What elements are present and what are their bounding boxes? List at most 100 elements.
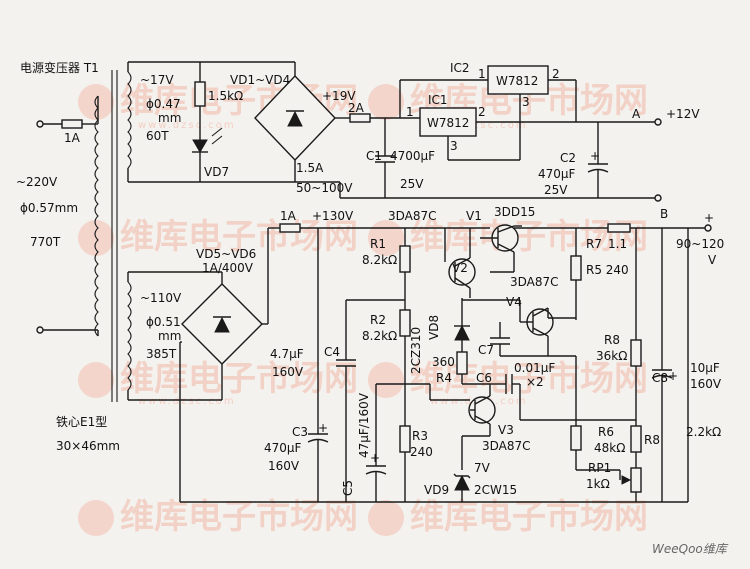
fuse-1a — [61, 119, 83, 129]
q1-type: 3DA87C — [388, 209, 437, 223]
v19-label: +19V — [322, 89, 356, 103]
sec1-turns: 60T — [146, 129, 169, 143]
c3-voltage: 160V — [268, 459, 300, 473]
ic2-label: IC2 — [450, 61, 470, 75]
vd8-label: VD8 — [427, 315, 441, 340]
ic2-pin3: 3 — [522, 95, 530, 109]
zener-voltage: 7V — [474, 461, 491, 475]
r2-label: R2 — [370, 313, 386, 327]
output-a-terminal — [654, 118, 662, 126]
c1-label: C1 — [366, 149, 382, 163]
vd8-type: 2CZ310 — [409, 327, 423, 374]
resistor-r6 — [570, 425, 582, 451]
v1-type: 3DD15 — [494, 205, 535, 219]
v12-label: +12V — [666, 107, 700, 121]
v1-label: V1 — [466, 209, 482, 223]
out-plus: + — [704, 211, 714, 225]
bridge1-rating: 1.5A — [296, 161, 324, 175]
r3-value: 240 — [410, 445, 433, 459]
r3-label: R3 — [412, 429, 428, 443]
out-unit: V — [708, 253, 717, 267]
sec2-wire: ϕ0.51 — [146, 315, 181, 329]
r6-label: R6 — [598, 425, 614, 439]
sec2-voltage: ~110V — [140, 291, 182, 305]
r8b-label: R8 — [644, 433, 660, 447]
low-voltage-section: 1.5kΩ VD7 VD1~VD4 1.5A 50~100V +19V 2A C… — [127, 61, 700, 202]
c7-label: C7 — [478, 343, 494, 357]
resistor-r1 — [399, 245, 411, 273]
watermark-brand: WeeQoo维库 — [652, 542, 729, 556]
primary-turns: 770T — [30, 235, 61, 249]
c1-voltage: 25V — [400, 177, 424, 191]
rp1-label: RP1 — [588, 461, 611, 475]
secondary-winding-2 — [127, 281, 132, 391]
high-voltage-section: VD5~VD6 1A/400V 1A +130V + C3 470μF 160V… — [127, 205, 724, 503]
sec1-voltage: ~17V — [140, 73, 174, 87]
watermark-url: www.dzsc.com — [138, 396, 236, 407]
regulator-ic2 — [487, 65, 549, 95]
fuse-in-label: 1A — [64, 131, 81, 145]
c2-plus: + — [590, 149, 600, 163]
c8-plus: + — [668, 369, 678, 383]
c3-plus: + — [318, 421, 328, 435]
watermark-url: www.dzsc.com — [138, 120, 236, 131]
c5-plus: + — [370, 451, 380, 465]
v3-type: 3DA87C — [482, 439, 531, 453]
c3-label: C3 — [292, 425, 308, 439]
node-a-label: A — [632, 107, 641, 121]
r8-label: R8 — [604, 333, 620, 347]
c8-value: 10μF — [690, 361, 720, 375]
ic1-pin3: 3 — [450, 139, 458, 153]
r1-label: R1 — [370, 237, 386, 251]
r6-value: 48kΩ — [594, 441, 625, 455]
c2-value: 470μF — [538, 167, 576, 181]
node-b-label: B — [660, 207, 668, 221]
bridge2-rating: 1A/400V — [202, 261, 254, 275]
v2-label: V2 — [452, 261, 468, 275]
potentiometer-wiper-icon — [621, 475, 632, 485]
c6-label: C6 — [476, 371, 492, 385]
mains-terminal — [36, 326, 44, 334]
watermark-layer: 维库电子市场网 www.dzsc.com 维库电子市场网 www.dzsc.co… — [78, 81, 729, 556]
bridge2-label: VD5~VD6 — [196, 247, 256, 261]
watermark-url: www.dzsc.com — [430, 120, 528, 131]
out-range: 90~120 — [676, 237, 724, 251]
fuse3-label: 1A — [280, 209, 297, 223]
potentiometer-rp1 — [630, 467, 642, 493]
lv-ground-terminal — [654, 194, 662, 202]
primary-voltage: ~220V — [16, 175, 58, 189]
primary-wire: ϕ0.57mm — [20, 201, 78, 215]
c2-label: C2 — [560, 151, 576, 165]
c5-value: 47μF/160V — [357, 392, 371, 458]
r5-label: R5 240 — [586, 263, 629, 277]
v3-label: V3 — [498, 423, 514, 437]
led-arrow — [211, 127, 223, 137]
mains-input: 1A — [36, 96, 99, 336]
watermark-logo: 维库电子市场网 — [410, 359, 648, 399]
output-b-terminal — [704, 224, 712, 232]
vd9-label: VD9 — [424, 483, 449, 497]
r4-label: R4 — [436, 371, 452, 385]
diode-vd8 — [454, 324, 470, 341]
secondary-winding-1 — [127, 71, 132, 169]
bridge1-voltage: 50~100V — [296, 181, 353, 195]
r7-label: R7 — [586, 237, 602, 251]
watermark-logo: 维库电子市场网 — [410, 497, 648, 537]
core-type: 铁心E1型 — [56, 415, 107, 429]
c4-label: C4 — [324, 345, 340, 359]
c4-value: 4.7μF — [270, 347, 304, 361]
led-label: VD7 — [204, 165, 229, 179]
r360-label: 360 — [432, 355, 455, 369]
rp1-value: 1kΩ — [586, 477, 610, 491]
c8-label: C8 — [652, 371, 668, 385]
c6-value: 0.01μF — [514, 361, 555, 375]
resistor-r7 — [607, 223, 631, 233]
watermark-logo: 维库电子市场网 — [120, 497, 358, 537]
c2-voltage: 25V — [544, 183, 568, 197]
r8-value: 36kΩ — [596, 349, 627, 363]
ic2-pin2: 2 — [552, 67, 560, 81]
fuse2-label: 2A — [348, 101, 365, 115]
sec2-turns: 385T — [146, 347, 177, 361]
watermark-logo: 维库电子市场网 — [120, 359, 358, 399]
